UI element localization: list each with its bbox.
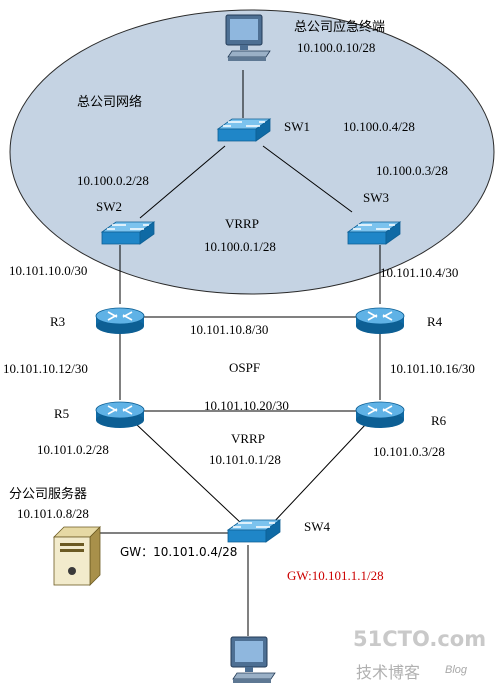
link-r5-sw4 (135, 423, 243, 525)
sw3-label: SW3 (363, 190, 389, 205)
link-r3-r4-subnet: 10.101.10.8/30 (190, 322, 268, 337)
link-sw1-sw3 (262, 145, 353, 213)
sw2-ip: 10.100.0.2/28 (77, 173, 149, 188)
hq-area-label: 总公司网络 (77, 94, 142, 110)
r4-label: R4 (427, 314, 443, 329)
routing-protocol-label: OSPF (229, 360, 260, 375)
watermark-cn: 技术博客 (356, 663, 420, 682)
r6-router-icon (355, 401, 405, 429)
r4-router-icon (355, 307, 405, 335)
sw4-label: SW4 (304, 519, 331, 534)
watermark-site: 51CTO.com (353, 627, 486, 651)
watermark-blog: Blog (445, 664, 468, 676)
emergency-terminal-ip: 10.100.0.10/28 (297, 40, 375, 55)
r6-ip: 10.101.0.3/28 (373, 444, 445, 459)
links (100, 70, 381, 636)
branch-server-gateway: GW：10.101.0.4/28 (120, 545, 237, 559)
link-r4-r6-subnet: 10.101.10.16/30 (390, 361, 475, 376)
sw3-ip: 10.100.0.3/28 (376, 163, 448, 178)
r5-router-icon (95, 401, 145, 429)
r6-label: R6 (431, 413, 447, 428)
sw4-switch-icon (227, 519, 281, 543)
emergency-terminal-name: 总公司应急终端 (294, 19, 385, 35)
branch-pc-gateway: GW:10.101.1.1/28 (287, 568, 384, 583)
branch-pc-icon (230, 636, 276, 684)
r5-ip: 10.101.0.2/28 (37, 442, 109, 457)
link-r6-sw4 (271, 423, 367, 525)
r3-label: R3 (50, 314, 65, 329)
link-sw3-r4-subnet: 10.101.10.4/30 (380, 265, 458, 280)
branch-server-name: 分公司服务器 (9, 486, 87, 502)
link-r5-r6-subnet: 10.101.10.20/30 (204, 398, 289, 413)
r3-router-icon (95, 307, 145, 335)
r5-label: R5 (54, 406, 69, 421)
hq-vrrp-label: VRRP (225, 216, 259, 231)
hq-vrrp-ip: 10.100.0.1/28 (204, 239, 276, 254)
sw2-label: SW2 (96, 199, 122, 214)
sw1-ip: 10.100.0.4/28 (343, 119, 415, 134)
branch-server-icon (53, 526, 101, 586)
link-sw1-sw2 (139, 145, 226, 219)
branch-vrrp-ip: 10.101.0.1/28 (209, 452, 281, 467)
watermark-logo: 51CTO.com 技术博客 Blog (353, 627, 486, 682)
link-sw2-r3-subnet: 10.101.10.0/30 (9, 263, 87, 278)
branch-server-ip: 10.101.0.8/28 (17, 506, 89, 521)
sw1-label: SW1 (284, 119, 310, 134)
link-r3-r5-subnet: 10.101.10.12/30 (3, 361, 88, 376)
branch-vrrp-label: VRRP (231, 431, 265, 446)
